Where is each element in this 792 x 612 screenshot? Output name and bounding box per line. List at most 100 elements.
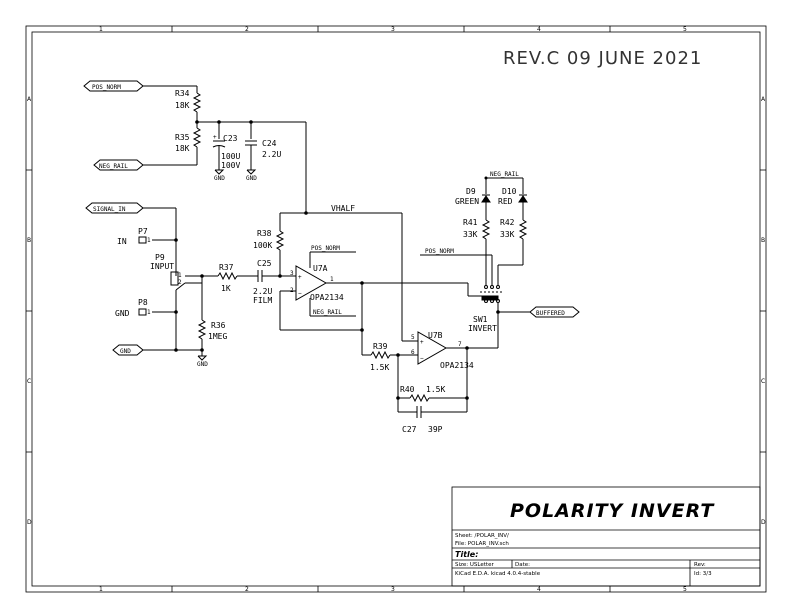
title-block: POLARITY INVERT Sheet: /POLAR_INV/ File:… [451,486,761,587]
resistor-r42 [518,219,528,240]
svg-text:R39: R39 [373,342,388,351]
row-label: D [761,519,766,526]
svg-text:1: 1 [147,309,151,316]
u7a-pos-rail: POS_NORM [311,245,340,252]
svg-text:P9: P9 [155,253,165,262]
resistor-r40 [409,393,430,403]
svg-text:D9: D9 [466,187,476,196]
title-label: Title: [455,550,478,559]
svg-text:5: 5 [411,334,415,341]
svg-text:1MEG: 1MEG [208,332,227,341]
svg-text:R42: R42 [500,218,515,227]
col-label: 1 [99,26,103,33]
svg-text:33K: 33K [500,230,515,239]
svg-text:1K: 1K [221,284,231,293]
svg-text:GND: GND [120,348,131,355]
col-label: 4 [537,26,541,33]
vhalf-label: VHALF [331,204,355,213]
svg-text:SW1: SW1 [473,315,488,324]
u7a-neg-rail: NEG_RAIL [313,309,342,316]
row-label: C [761,378,765,385]
svg-text:1: 1 [147,237,151,244]
file-text: File: POLAR_INV.sch [455,541,509,547]
tool-text: KiCad E.D.A. kicad 4.0.4-stable [455,571,541,577]
col-label: 3 [391,26,395,33]
svg-text:−: − [298,290,302,297]
svg-text:RED: RED [498,197,513,206]
svg-text:1: 1 [178,272,182,279]
svg-text:6: 6 [411,349,415,356]
svg-text:OPA2134: OPA2134 [310,293,344,302]
svg-text:OPA2134: OPA2134 [440,361,474,370]
c23-value2: 100V [221,161,240,170]
led-d9: D9 GREEN [455,187,491,206]
svg-text:R38: R38 [257,229,272,238]
r35-ref: R35 [175,133,190,142]
global-label-pos-norm: POS_NORM [83,80,144,92]
resistor-r39 [370,350,391,360]
size-text: Size: USLetter [455,562,494,568]
title-text: POLARITY INVERT [510,500,715,522]
svg-text:INPUT: INPUT [150,262,174,271]
svg-text:100K: 100K [253,241,272,250]
svg-text:39P: 39P [428,425,443,434]
led-neg-rail: NEG_RAIL [490,171,519,178]
row-label: B [27,237,31,244]
gnd-symbol: GND GND [214,169,257,182]
r35-value: 18K [175,144,190,153]
connector-p7: 1 P7 IN [117,227,151,246]
svg-text:FILM: FILM [253,296,272,305]
svg-text:1.5K: 1.5K [370,363,389,372]
col-label: 4 [537,586,541,593]
connector-p9: 1 2 P9 INPUT [150,253,182,286]
opamp-u7b: + − 5 6 7 U7B OPA2134 [411,331,474,370]
global-label-neg-rail: NEG_RAIL [93,159,144,171]
sw-pos-rail: POS_NORM [425,248,454,255]
svg-text:1.5K: 1.5K [426,385,445,394]
c24-value: 2.2U [262,150,281,159]
svg-text:U7A: U7A [313,264,328,273]
id-text: Id: 3/3 [694,571,712,577]
svg-text:GREEN: GREEN [455,197,479,206]
sheet-text: Sheet: /POLAR_INV/ [455,533,509,539]
c23-ref: C23 [223,134,238,143]
svg-text:C27: C27 [402,425,417,434]
date-text: Date: [515,562,530,568]
svg-text:−: − [420,355,424,362]
svg-text:GND: GND [246,175,257,182]
row-label: D [27,519,32,526]
resistor-r38 [275,230,285,251]
row-label: C [27,378,31,385]
svg-text:U7B: U7B [428,331,443,340]
c23-value: 100U [221,152,240,161]
resistor-r35 [192,127,202,148]
capacitor-c24: C24 2.2U [245,139,281,170]
resistor-r41 [481,219,491,240]
revision-text: REV.C 09 JUNE 2021 [503,48,702,69]
sheet-frame [25,25,767,593]
svg-text:2.2U: 2.2U [253,287,272,296]
rev-text: Rev: [694,562,706,568]
svg-text:GND: GND [214,175,225,182]
global-label-buffered: BUFFERED [529,306,580,318]
svg-text:INVERT: INVERT [468,324,497,333]
svg-text:7: 7 [458,341,462,348]
grid-labels: 1 2 3 4 5 1 2 3 4 5 A B C D A B C D [27,26,766,593]
svg-text:R37: R37 [219,263,234,272]
svg-text:BUFFERED: BUFFERED [536,310,565,317]
svg-text:R40: R40 [400,385,415,394]
col-label: 3 [391,586,395,593]
col-label: 1 [99,586,103,593]
svg-text:GND: GND [115,309,130,318]
col-label: 2 [245,26,249,33]
resistor-r37 [217,271,238,281]
svg-text:SIGNAL_IN: SIGNAL_IN [93,206,126,213]
resistor-r36 [197,319,207,340]
col-label: 5 [683,586,687,593]
resistor-r34 [192,92,202,113]
svg-text:33K: 33K [463,230,478,239]
capacitor-c25: C25 2.2U FILM [253,259,272,305]
svg-text:D10: D10 [502,187,517,196]
svg-text:R41: R41 [463,218,478,227]
